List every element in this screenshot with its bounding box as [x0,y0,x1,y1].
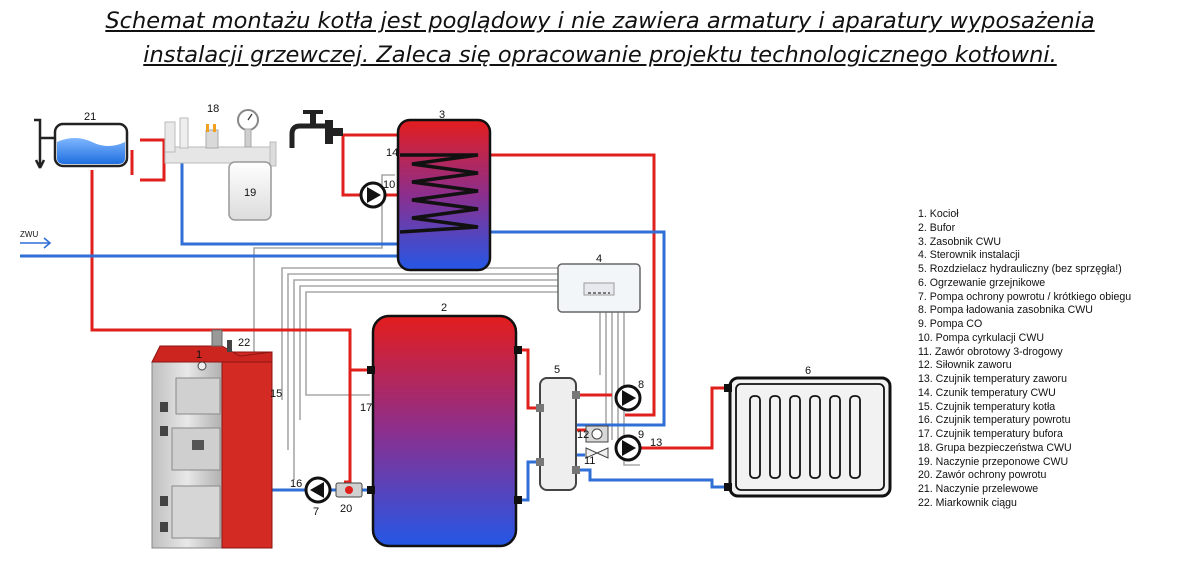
label-14: 14 [386,147,398,159]
label-9: 9 [638,429,644,441]
controller [557,263,641,313]
pump-dhw-load-8 [614,384,642,412]
overflow-vessel [34,118,129,169]
legend-item: 20. Zawór ochrony powrotu [918,469,1047,482]
heating-coil [399,153,479,234]
legend-item: 16. Czujnik temperatury powrotu [918,414,1071,427]
buffer-tank [367,314,522,548]
legend-item: 18. Grupa bezpieczeństwa CWU [918,441,1072,454]
label-5: 5 [554,364,560,376]
label-13: 13 [650,437,662,449]
label-4: 4 [596,253,602,265]
legend: 1. Kocioł 2. Bufor 3. Zasobnik CWU 4. St… [918,208,1131,511]
label-zwu: ZWU [20,230,38,239]
legend-item: 13. Czujnik temperatury zaworu [918,373,1067,385]
label-17: 17 [360,402,372,414]
label-6: 6 [805,365,811,377]
label-15: 15 [270,388,282,400]
legend-item: 7. Pompa ochrony powrotu / krótkiego obi… [918,290,1132,303]
label-7: 7 [313,506,319,518]
pump-co-9 [614,434,642,462]
label-11: 11 [584,455,595,467]
cold-water-arrow [20,237,52,249]
label-1: 1 [196,349,202,361]
label-19: 19 [244,187,256,199]
label-20: 20 [340,503,352,515]
expansion-vessel [228,161,272,221]
mixing-valve [585,425,609,459]
pump-circulation-10 [359,181,387,209]
safety-group [164,109,277,167]
legend-item: 22. Miarkownik ciągu [918,496,1017,509]
legend-item: 2. Bufor [918,221,956,234]
component-labels: 1 2 3 4 5 6 7 8 9 10 11 12 13 14 15 16 1… [20,103,811,518]
label-21: 21 [84,111,96,123]
radiator [724,376,892,498]
legend-item: 5. Rozdzielacz hydrauliczny (bez sprzęgł… [918,263,1122,275]
legend-item: 9. Pompa CO [918,318,983,330]
tap-icon [289,110,343,148]
legend-item: 21. Naczynie przelewowe [918,483,1039,495]
label-10: 10 [383,179,395,191]
label-12: 12 [577,429,589,441]
legend-item: 8. Pompa ładowania zasobnika CWU [918,304,1093,317]
legend-item: 15. Czujnik temperatury kotła [918,400,1056,413]
label-22: 22 [238,337,250,349]
boiler [151,329,273,549]
legend-item: 17. Czujnik temperatury bufora [918,428,1063,440]
legend-item: 6. Ogrzewanie grzejnikowe [918,276,1046,289]
label-18: 18 [207,103,219,115]
legend-item: 12. Siłownik zaworu [918,359,1012,372]
legend-item: 10. Pompa cyrkulacji CWU [918,331,1044,344]
diagram-note-line-1: Schemat montażu kotła jest poglądowy i n… [105,8,1095,34]
label-8: 8 [638,379,644,391]
label-16: 16 [290,478,302,490]
pump-return-7 [304,476,332,504]
legend-item: 14. Czunik temperatury CWU [918,386,1056,399]
label-3: 3 [439,109,445,121]
diagram-note-line-2: instalacji grzewczej. Zaleca się opracow… [143,42,1057,68]
hydraulic-distributor [536,377,580,491]
legend-item: 4. Sterownik instalacji [918,249,1020,262]
dhw-tank [396,118,492,272]
legend-item: 3. Zasobnik CWU [918,235,1002,248]
legend-item: 19. Naczynie przeponowe CWU [918,455,1069,468]
diagram-note: Schemat montażu kotła jest poglądowy i n… [0,4,1200,72]
return-protection-valve [335,482,363,498]
label-2: 2 [441,302,447,314]
legend-item: 11. Zawór obrotowy 3-drogowy [918,345,1063,358]
legend-item: 1. Kocioł [918,208,959,220]
